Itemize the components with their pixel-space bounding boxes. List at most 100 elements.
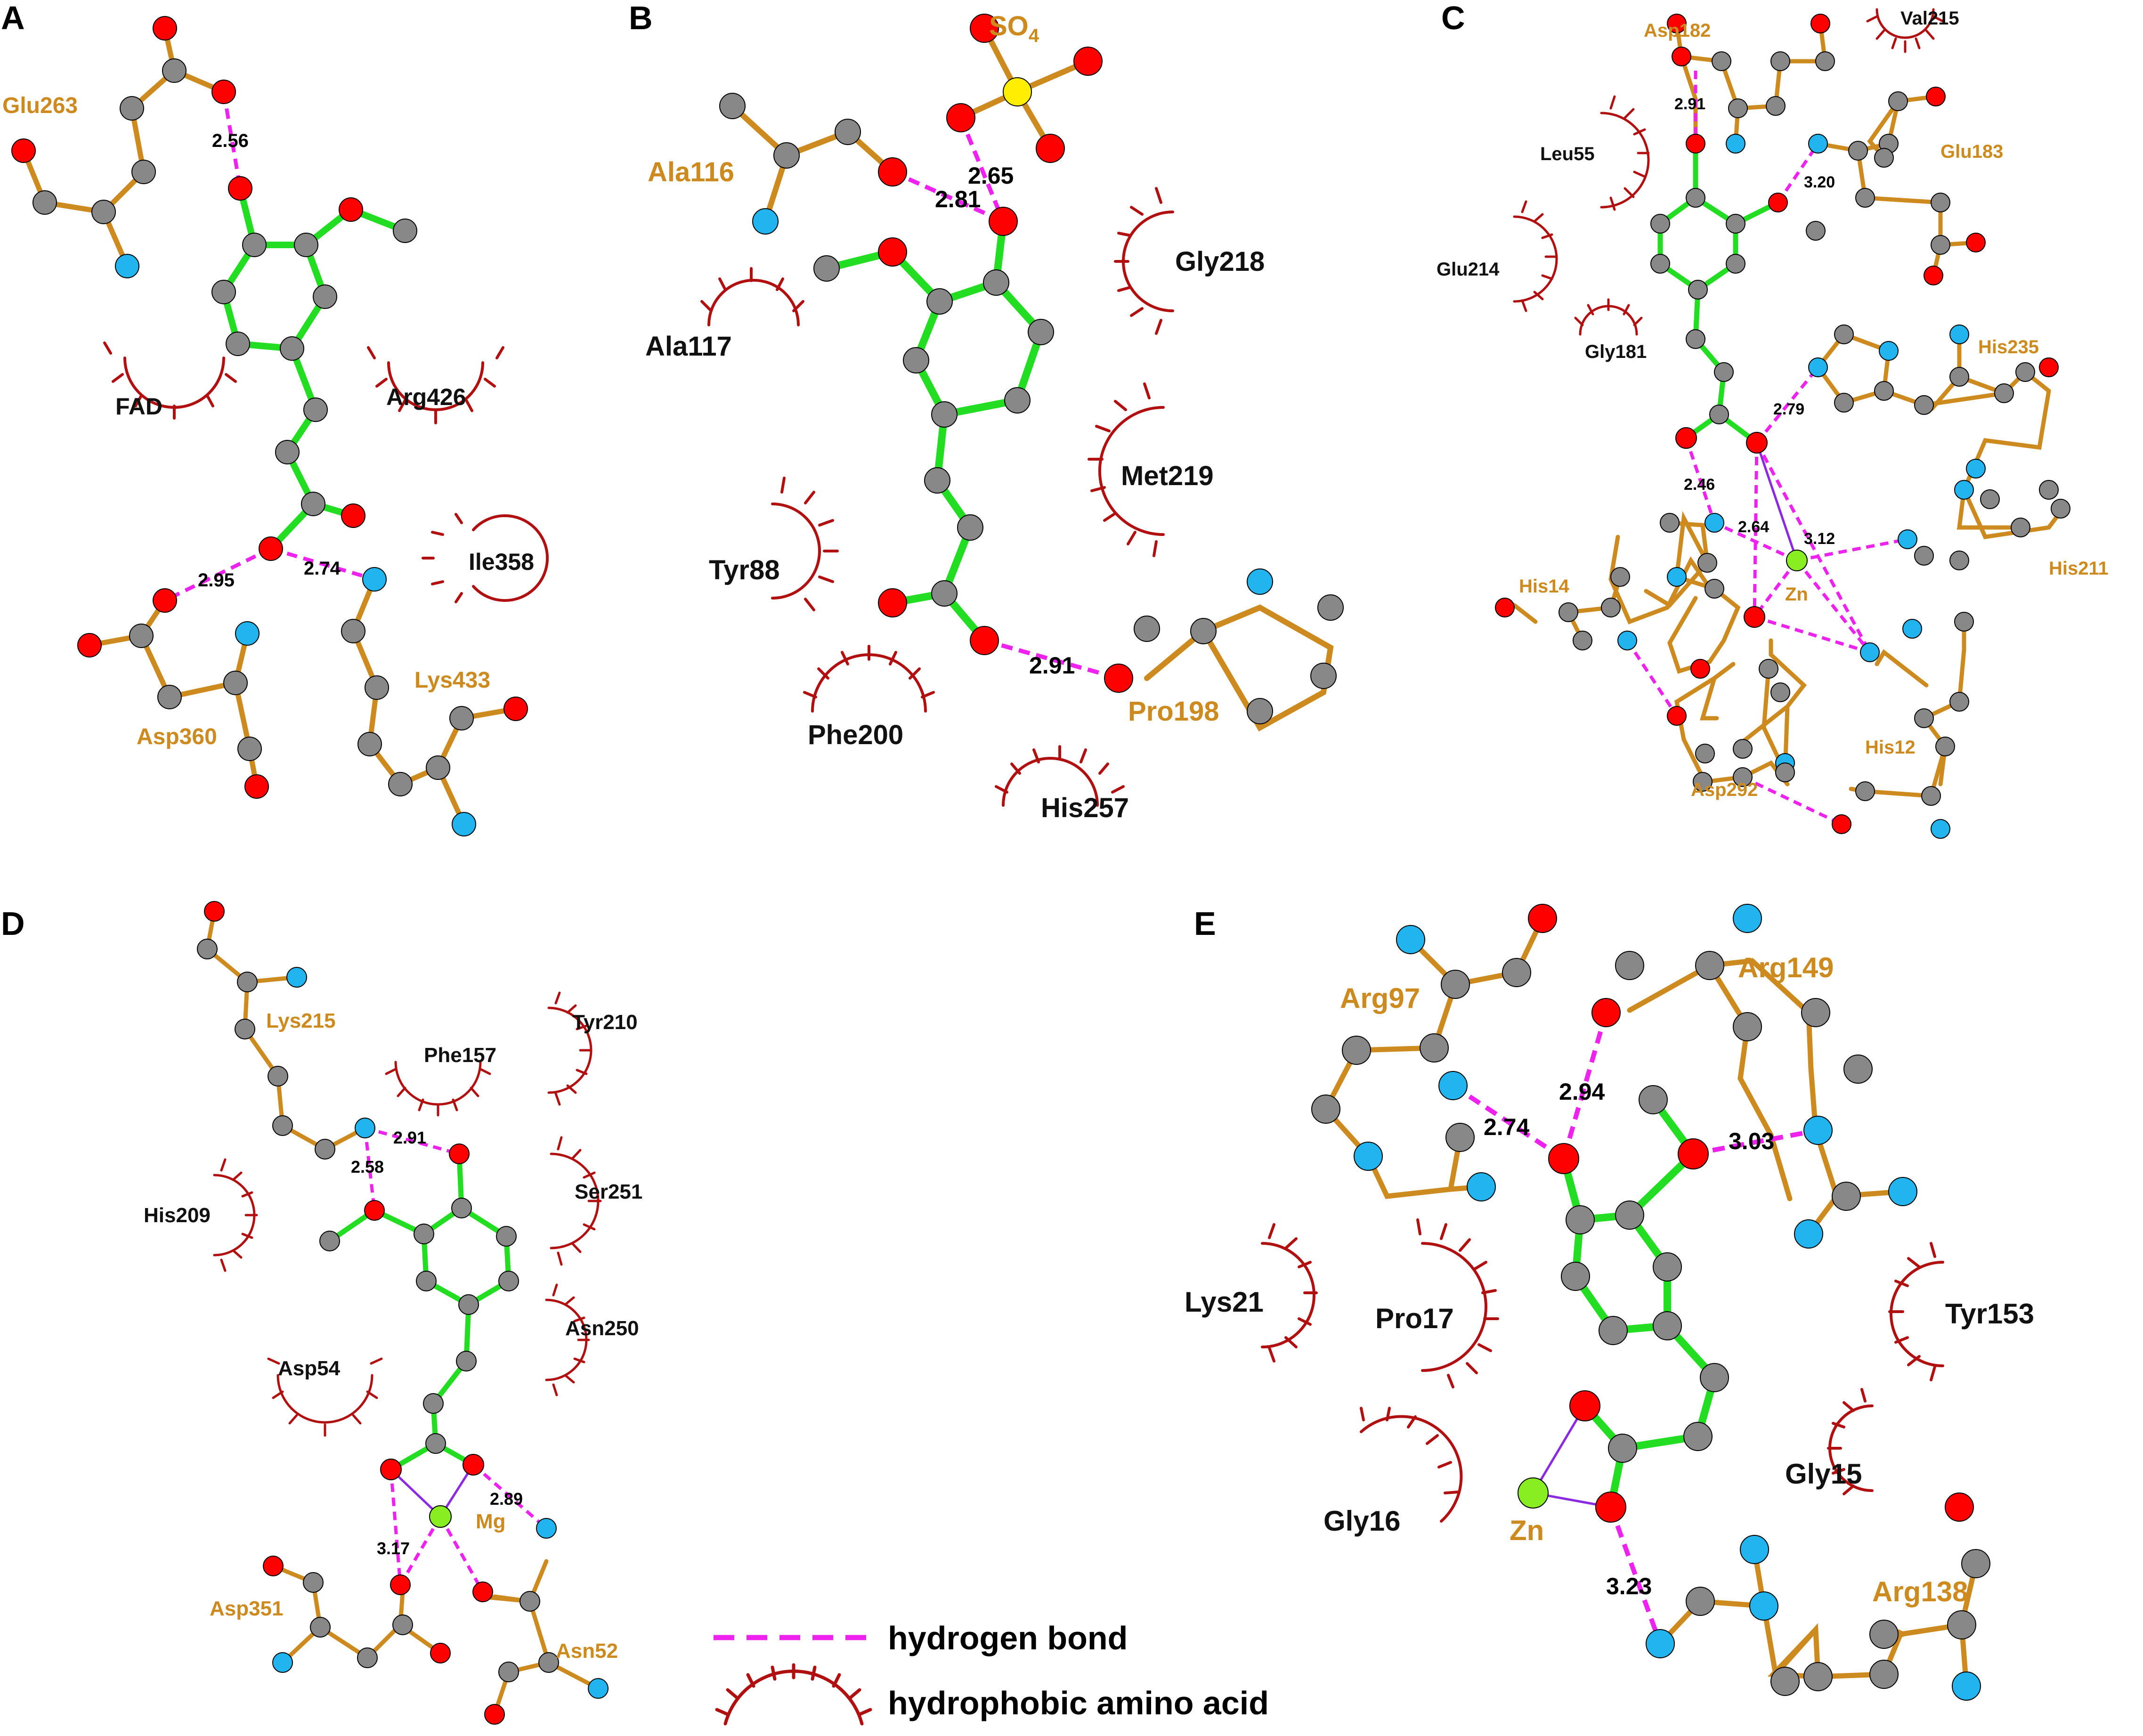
hydrophobic-label: Gly181 — [1585, 341, 1647, 362]
distance-label: 2.64 — [1738, 518, 1769, 536]
distance-label: 2.91 — [1029, 652, 1075, 679]
panel-b-hydrophobic — [700, 187, 1174, 807]
distance-label: 2.91 — [393, 1128, 426, 1147]
hydrophobic-label: Gly16 — [1323, 1505, 1400, 1537]
residue-label: His14 — [1519, 576, 1569, 597]
residue-label: Lys433 — [414, 668, 490, 693]
panel-d-ligand-bonds — [327, 1151, 511, 1472]
hydrophobic-label: Tyr88 — [709, 555, 779, 585]
panel-b-labels: SO4 Ala116 Pro198 Gly218 Ala117 Met219 T… — [645, 11, 1265, 823]
legend-hydrophobic-swatch — [715, 1663, 872, 1726]
distance-label: 2.94 — [1559, 1079, 1605, 1105]
metal-label: Zn — [1785, 584, 1808, 605]
hydrophobic-label: Gly218 — [1175, 246, 1265, 277]
hydrophobic-label: Lys21 — [1185, 1286, 1264, 1318]
panel-letter-b: B — [629, 0, 653, 36]
panel-e-atoms — [1311, 904, 1990, 1701]
hydrophobic-label: FAD — [115, 393, 162, 420]
panel-b-residue-bonds — [730, 25, 1334, 732]
panel-c-labels: Asp182 Glu183 His235 His14 His211 His12 … — [1437, 8, 2109, 800]
hydrophobic-label: Gly15 — [1785, 1458, 1862, 1490]
residue-label: Asp182 — [1644, 20, 1711, 41]
panel-d: D — [1, 901, 642, 1725]
residue-label: Lys215 — [266, 1009, 336, 1032]
distance-label: 2.95 — [198, 570, 235, 591]
metal-label: Zn — [1510, 1515, 1544, 1546]
panel-letter-c: C — [1441, 0, 1465, 36]
panel-b-hbonds — [892, 117, 1120, 681]
distance-label: 2.74 — [304, 558, 341, 579]
hydrophobic-label: Tyr210 — [572, 1011, 638, 1034]
hydrophobic-label: Glu214 — [1437, 259, 1500, 280]
panel-a-atoms — [11, 16, 528, 836]
residue-label: His12 — [1865, 737, 1916, 758]
hydrophobic-label: Tyr153 — [1945, 1298, 2034, 1330]
panel-c-hbonds — [1626, 71, 1908, 826]
hydrophobic-label: Asn250 — [565, 1317, 639, 1340]
panel-b-atoms — [719, 14, 1344, 724]
panel-a-hbonds — [164, 91, 375, 602]
panel-e-hydrophobic — [1261, 1218, 1944, 1523]
metal-label: Mg — [476, 1510, 506, 1533]
residue-label: Pro198 — [1128, 696, 1219, 727]
panel-b: B — [629, 0, 1344, 823]
distance-label: 2.56 — [212, 130, 249, 151]
panel-a-residue-bonds — [21, 25, 519, 827]
hydrophobic-label: Leu55 — [1540, 144, 1595, 164]
distance-label: 2.81 — [935, 186, 981, 212]
hydrophobic-label: Asp54 — [278, 1357, 341, 1380]
residue-label: Asn52 — [556, 1639, 618, 1663]
panel-a: A — [1, 0, 549, 836]
distance-label: 2.65 — [968, 162, 1014, 189]
hydrophobic-label: His209 — [144, 1204, 211, 1227]
hydrophobic-label: Met219 — [1121, 461, 1214, 491]
hydrophobic-label: Pro17 — [1375, 1303, 1454, 1334]
panel-d-atoms — [197, 901, 609, 1725]
panel-letter-a: A — [1, 0, 25, 36]
panel-c: C — [1437, 0, 2109, 839]
residue-label: Asp351 — [210, 1597, 284, 1620]
residue-label: Arg149 — [1738, 952, 1834, 983]
hydrophobic-label: His257 — [1041, 793, 1129, 823]
distance-label: 3.20 — [1804, 173, 1835, 191]
panel-d-hbonds — [363, 1126, 548, 1593]
residue-label: Asp360 — [137, 724, 217, 749]
panel-e-labels: Arg97 Arg149 Arg138 Zn Lys21 Pro17 Tyr15… — [1185, 952, 2034, 1607]
panel-d-labels: Lys215 Asp351 Asn52 Mg Tyr210 Phe157 Ser… — [144, 1009, 642, 1663]
hydrophobic-label: Phe200 — [808, 720, 903, 750]
distance-label: 2.89 — [490, 1489, 523, 1509]
residue-label: Glu183 — [1940, 141, 2003, 162]
residue-label: Arg97 — [1340, 982, 1420, 1014]
distance-label: 3.03 — [1729, 1128, 1774, 1154]
hydrophobic-label: Ile358 — [469, 549, 534, 575]
sulfate-label: SO4 — [989, 11, 1039, 46]
panel-e-hbonds — [1452, 1012, 1818, 1645]
hydrophobic-label: Phe157 — [424, 1044, 496, 1067]
panel-letter-e: E — [1194, 905, 1216, 942]
residue-label: His235 — [1978, 337, 2039, 357]
hydrophobic-label: Val215 — [1900, 8, 1959, 29]
hydrophobic-label: Arg426 — [386, 384, 466, 410]
distance-label: 3.17 — [377, 1539, 410, 1558]
distance-label: 2.79 — [1773, 400, 1804, 418]
distance-label: 2.74 — [1484, 1114, 1530, 1140]
panel-a-hydrophobic — [103, 341, 549, 603]
panel-letter-d: D — [1, 905, 25, 942]
panel-e-residue-bonds — [1323, 916, 1979, 1689]
hydrophobic-label: Ser251 — [575, 1180, 642, 1203]
panel-c-hydrophobic — [1513, 8, 1944, 336]
residue-label: His211 — [2049, 558, 2109, 579]
legend-hydrophobic-label: hydrophobic amino acid — [888, 1685, 1269, 1721]
legend: hydrogen bond hydrophobic amino acid — [714, 1620, 1269, 1726]
panel-a-labels: Glu263 Asp360 Lys433 FAD Arg426 Ile358 2… — [2, 93, 534, 749]
residue-label: Asp292 — [1691, 779, 1758, 800]
panel-c-atoms — [1495, 14, 2070, 839]
residue-label: Glu263 — [2, 93, 78, 118]
distance-label: 2.58 — [351, 1157, 384, 1176]
legend-hbond-label: hydrogen bond — [888, 1620, 1128, 1656]
residue-label: Ala116 — [648, 157, 734, 187]
distance-label: 2.46 — [1684, 476, 1715, 494]
panel-c-ligand-bonds — [1657, 141, 1781, 446]
residue-label: Arg138 — [1872, 1576, 1968, 1607]
